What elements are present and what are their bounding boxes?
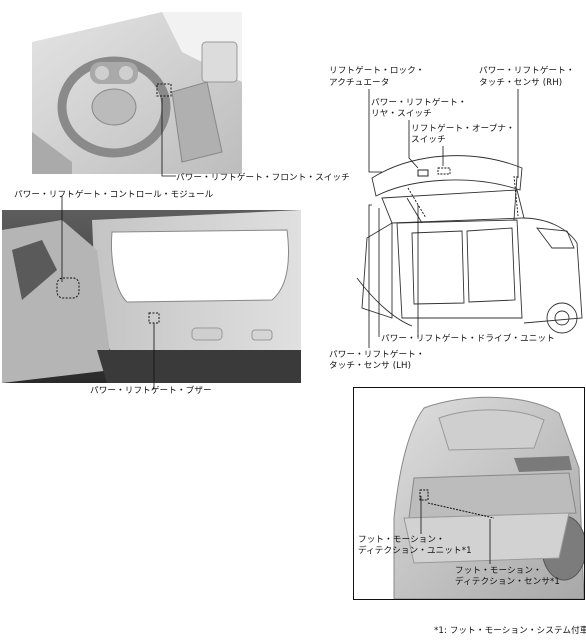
cargo-area-illustration	[2, 210, 301, 383]
label-opener-switch-1: リフトゲート・オープナ・	[411, 124, 515, 134]
rear-bumper-illustration	[353, 387, 585, 600]
label-touch-sensor-lh-1: パワー・リフトゲート・	[329, 350, 425, 360]
label-lock-actuator-1: リフトゲート・ロック・	[329, 66, 425, 76]
label-buzzer: パワー・リフトゲート・ブザー	[90, 386, 212, 396]
label-rear-switch-1: パワー・リフトゲート・	[371, 98, 467, 108]
label-front-switch: パワー・リフトゲート・フロント・スイッチ	[176, 173, 350, 183]
label-lock-actuator-2: アクチュエータ	[329, 78, 390, 88]
label-touch-sensor-lh-2: タッチ・センサ (LH)	[329, 361, 412, 371]
dashboard-illustration	[32, 12, 242, 174]
label-touch-sensor-rh-2: タッチ・センサ (RH)	[479, 78, 563, 88]
label-foot-motion-sensor-2: ディテクション・センサ*1	[455, 577, 560, 587]
label-drive-unit: パワー・リフトゲート・ドライブ・ユニット	[381, 334, 555, 344]
label-foot-motion-unit-2: ディテクション・ユニット*1	[358, 546, 472, 556]
label-opener-switch-2: スイッチ	[411, 135, 446, 145]
label-foot-motion-sensor-1: フット・モーション・	[455, 566, 542, 576]
label-foot-motion-unit-1: フット・モーション・	[358, 535, 445, 545]
label-control-module: パワー・リフトゲート・コントロール・モジュール	[14, 190, 214, 200]
label-touch-sensor-rh-1: パワー・リフトゲート・	[479, 66, 575, 76]
liftgate-open-illustration	[352, 128, 584, 343]
footnote: *1: フット・モーション・システム付車	[434, 626, 586, 636]
label-rear-switch-2: リヤ・スイッチ	[371, 109, 432, 119]
